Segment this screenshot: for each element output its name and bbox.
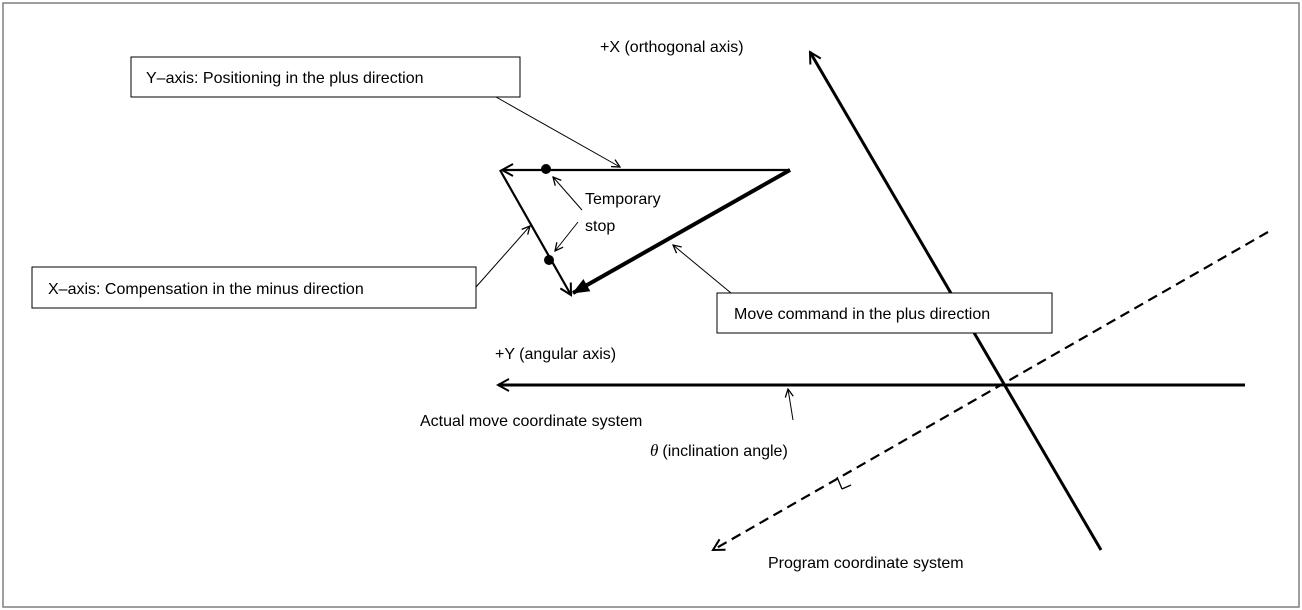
angle-marker-base [841,484,852,490]
inclination-angle-text: (inclination angle) [662,443,787,460]
temporary-stop-dot-bottom [544,255,554,265]
move-command-path [572,168,791,295]
temporary-stop-dot-top [541,164,551,174]
x-axis-compensation-box [31,266,477,309]
program-axis-dashed-line [713,231,1269,550]
y-axis-leader [495,96,620,167]
x-axis-leader [475,226,530,288]
actual-system-label: Actual move coordinate system [420,413,642,430]
inclination-angle-leader [788,389,793,421]
temporary-stop-leader-bottom [555,221,579,251]
move-command-label: Move command in the plus direction [734,306,990,323]
y-axis-positioning-box [130,56,521,98]
y-axis-positioning-label: Y–axis: Positioning in the plus directio… [146,70,424,87]
inclination-angle-label: θ (inclination angle) [650,441,788,460]
move-command-leader [673,245,732,294]
temporary-stop-leader-top [553,177,583,211]
temporary-stop-label-line1: Temporary [585,191,661,208]
x-axis-compensation-label: X–axis: Compensation in the minus direct… [48,281,364,298]
temporary-stop-label-line2: stop [585,218,615,235]
angle-marker-tick [836,476,843,490]
theta-symbol: θ [650,441,658,460]
plus-x-axis-label: +X (orthogonal axis) [600,39,744,56]
move-command-box [716,292,1053,334]
plus-y-axis-label: +Y (angular axis) [495,346,616,363]
program-system-label: Program coordinate system [768,555,964,572]
x-compensation-path [499,169,571,295]
